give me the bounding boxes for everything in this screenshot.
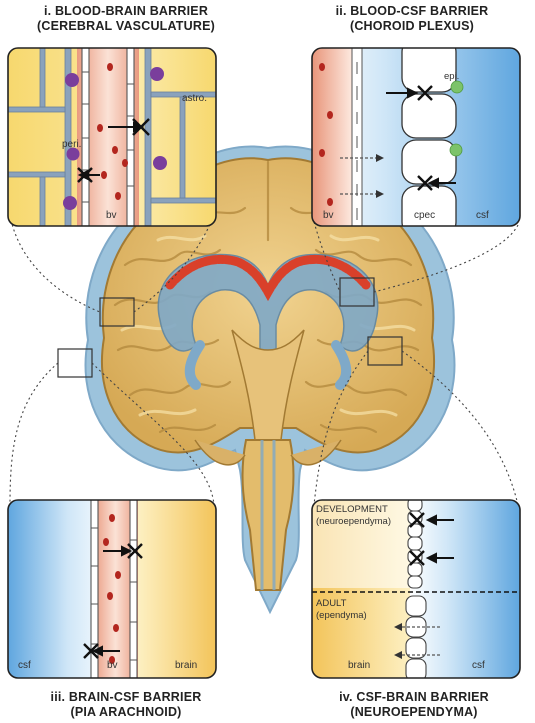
brain-illustration <box>9 145 519 615</box>
epiplexus-cells <box>449 80 464 157</box>
cpec-label: cpec <box>414 210 435 221</box>
blocked-arrows <box>409 512 454 566</box>
red-blood-cells <box>97 63 128 200</box>
pericytes <box>63 67 167 210</box>
csf-label: csf <box>18 660 31 671</box>
csf-label: csf <box>472 660 485 671</box>
panel-i-subtitle: (CEREBRAL VASCULATURE) <box>36 19 215 33</box>
blocked-arrows <box>77 118 150 183</box>
panel-iv-subtitle: (NEUROEPENDYMA) <box>350 705 478 719</box>
astrocyte-endfeet <box>8 48 216 226</box>
panel-iv-frame <box>311 499 521 679</box>
panel-i-heading: i. BLOOD-BRAIN BARRIER (CEREBRAL VASCULA… <box>0 4 256 34</box>
ependymal-cells <box>405 595 427 678</box>
bv-label: bv <box>106 210 117 221</box>
epi-label: epi. <box>444 71 459 82</box>
development-label: DEVELOPMENT <box>316 504 388 515</box>
neuroependymal-cells <box>407 500 423 589</box>
endothelium <box>90 500 138 678</box>
astro-label: astro. <box>182 93 207 104</box>
panel-iii-frame <box>7 499 217 679</box>
panel-ii-heading: ii. BLOOD-CSF BARRIER (CHOROID PLEXUS) <box>282 4 535 34</box>
panel-i-frame <box>7 47 217 227</box>
brain-label: brain <box>348 660 370 671</box>
choroid-plexus <box>165 254 371 302</box>
panel-ii-title: ii. BLOOD-CSF BARRIER <box>335 4 489 18</box>
panel-ii-subtitle: (CHOROID PLEXUS) <box>349 19 475 33</box>
bv-label: bv <box>107 660 118 671</box>
brainstem <box>241 439 295 591</box>
blood-vessel <box>312 48 352 226</box>
panel-iii-subtitle: (PIA ARACHNOID) <box>70 705 182 719</box>
panel-iv-title: iv. CSF-BRAIN BARRIER <box>339 690 489 704</box>
ependyma-label: (ependyma) <box>316 610 367 621</box>
panel-i-title: i. BLOOD-BRAIN BARRIER <box>43 4 209 18</box>
brain-label: brain <box>175 660 197 671</box>
panel-iv-heading: iv. CSF-BRAIN BARRIER (NEUROEPENDYMA) <box>284 690 535 720</box>
adult-label: ADULT <box>316 598 347 609</box>
panel-i: astro. peri. bv <box>7 47 217 227</box>
panel-ii: epi. bv cpec csf <box>311 47 521 227</box>
blocked-arrows <box>83 543 143 659</box>
guide-lines <box>9 214 519 506</box>
blocked-arrows <box>386 85 456 191</box>
neuroependyma-label: (neuroependyma) <box>316 516 391 527</box>
choroid-epithelial-cells <box>401 48 457 226</box>
panel-ii-frame <box>311 47 521 227</box>
panel-iii-title: iii. BRAIN-CSF BARRIER <box>50 690 202 704</box>
bv-label: bv <box>323 210 334 221</box>
peri-label: peri. <box>62 139 81 150</box>
endothelium <box>81 48 135 226</box>
csf-label: csf <box>476 210 489 221</box>
panel-iii-heading: iii. BRAIN-CSF BARRIER (PIA ARACHNOID) <box>0 690 256 720</box>
panel-iv: DEVELOPMENT (neuroependyma) ADULT (epend… <box>311 499 521 679</box>
panel-iii: csf bv brain <box>7 499 217 679</box>
open-pathway-arrows <box>400 626 440 656</box>
